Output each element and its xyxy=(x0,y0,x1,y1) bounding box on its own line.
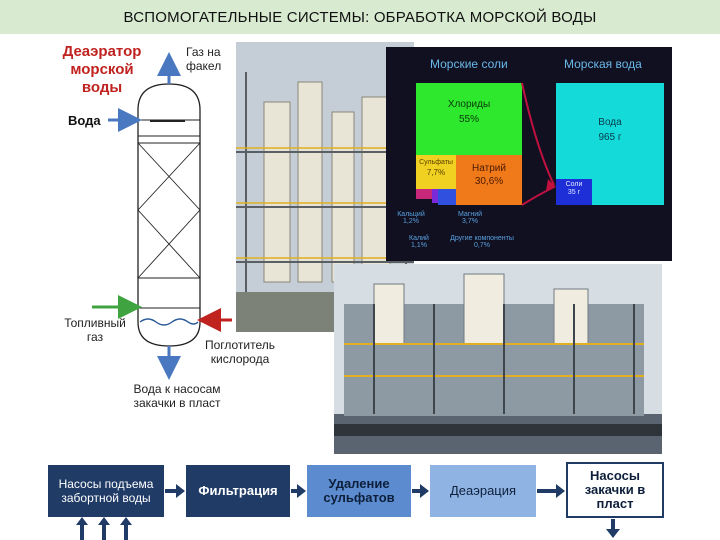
packing-cross xyxy=(137,142,201,211)
potassium-value: 1,1% xyxy=(411,242,427,249)
intake-arrow xyxy=(98,517,110,540)
vessel-outline xyxy=(137,83,201,347)
flow-arrow xyxy=(291,484,306,498)
magnesium-value: 3,7% xyxy=(462,218,478,225)
sulfates-block: Сульфаты 7,7% xyxy=(416,155,456,189)
fuel-gas-label: Топливный газ xyxy=(50,316,140,344)
other-text: Другие компоненты 0,7% xyxy=(446,235,518,249)
gas-to-flare-line-2: факел xyxy=(186,59,222,73)
plant-photo-1 xyxy=(236,42,414,332)
page-title: ВСПОМОГАТЕЛЬНЫЕ СИСТЕМЫ: ОБРАБОТКА МОРСК… xyxy=(123,8,597,26)
flow-step-filtration: Фильтрация xyxy=(186,465,290,517)
intake-arrow xyxy=(120,517,132,540)
potassium-block xyxy=(432,189,438,203)
salts-label: Соли xyxy=(565,181,583,188)
deaerator-title-line-1: Деаэратор xyxy=(62,43,142,60)
flow-step-injection-pumps: Насосы закачки в пласт xyxy=(566,462,664,518)
oxygen-scavenger-line-1: Поглотитель xyxy=(204,338,276,352)
water-out-line-1: Вода к насосам xyxy=(133,382,221,396)
other-label: Другие компоненты xyxy=(450,235,514,242)
gas-to-flare-line-1: Газ на xyxy=(186,45,221,59)
magnesium-block xyxy=(438,189,456,205)
plant-photo-2 xyxy=(334,264,662,454)
calcium-value: 1,2% xyxy=(403,218,419,225)
potassium-text: Калий 1,1% xyxy=(402,235,436,249)
flow-step-sulfate-removal: Удаление сульфатов xyxy=(307,465,411,517)
title-bar: ВСПОМОГАТЕЛЬНЫЕ СИСТЕМЫ: ОБРАБОТКА МОРСК… xyxy=(0,0,720,34)
potassium-label: Калий xyxy=(409,235,429,242)
water-out-label: Вода к насосам закачки в пласт xyxy=(122,382,232,410)
flow-arrow xyxy=(165,484,185,498)
sea-salts-chart: Морские соли Морская вода Хлориды 55% Су… xyxy=(386,47,672,261)
seawater-header: Морская вода xyxy=(564,57,642,71)
packing-cross xyxy=(137,209,201,279)
flow-step-deaeration: Деаэрация xyxy=(430,465,536,517)
flow-arrow xyxy=(537,484,565,498)
calcium-label: Кальций xyxy=(397,211,425,218)
flow-step-intake-pumps: Насосы подъема забортной воды xyxy=(48,465,164,517)
fuel-gas-line-2: газ xyxy=(86,330,104,344)
oxygen-scavenger-label: Поглотитель кислорода xyxy=(200,338,280,366)
magnesium-text: Магний 3,7% xyxy=(450,211,490,225)
gas-to-flare-label: Газ на факел xyxy=(186,45,221,73)
salts-connector xyxy=(521,82,556,206)
water-label: Вода xyxy=(598,117,622,128)
sulfates-value: 7,7% xyxy=(426,168,446,177)
deaerator-title-line-3: воды xyxy=(81,79,123,96)
intake-arrow xyxy=(76,517,88,540)
salts-header: Морские соли xyxy=(430,57,508,71)
deaerator-title-line-2: морской xyxy=(70,61,134,78)
sulfates-label: Сульфаты xyxy=(419,159,453,166)
fuel-gas-line-1: Топливный xyxy=(64,316,126,330)
chlorides-value: 55% xyxy=(458,114,479,125)
plant-photo-1-drawing xyxy=(236,42,414,332)
magnesium-label: Магний xyxy=(457,211,483,218)
oxygen-scavenger-line-2: кислорода xyxy=(210,352,270,366)
injection-arrow xyxy=(606,519,620,538)
flow-arrows xyxy=(76,484,620,540)
salts-value: 35 г xyxy=(567,189,581,196)
calcium-block xyxy=(416,189,432,199)
calcium-text: Кальций 1,2% xyxy=(394,211,428,225)
deaerator-title: Деаэратор морской воды xyxy=(52,43,152,97)
other-value: 0,7% xyxy=(474,242,490,249)
flow-arrow xyxy=(412,484,429,498)
sodium-block: Натрий 30,6% xyxy=(456,155,522,205)
liquid-surface xyxy=(139,318,199,326)
salts-block: Соли 35 г xyxy=(556,179,592,205)
water-in-label: Вода xyxy=(68,113,101,128)
sodium-label: Натрий xyxy=(472,163,506,174)
water-out-line-2: закачки в пласт xyxy=(133,396,221,410)
water-value: 965 г xyxy=(598,132,622,143)
chlorides-label: Хлориды xyxy=(447,99,491,110)
plant-photo-2-drawing xyxy=(334,264,662,454)
deaerator-schematic xyxy=(92,52,232,380)
sodium-value: 30,6% xyxy=(474,176,504,187)
chlorides-block: Хлориды 55% xyxy=(416,83,522,155)
